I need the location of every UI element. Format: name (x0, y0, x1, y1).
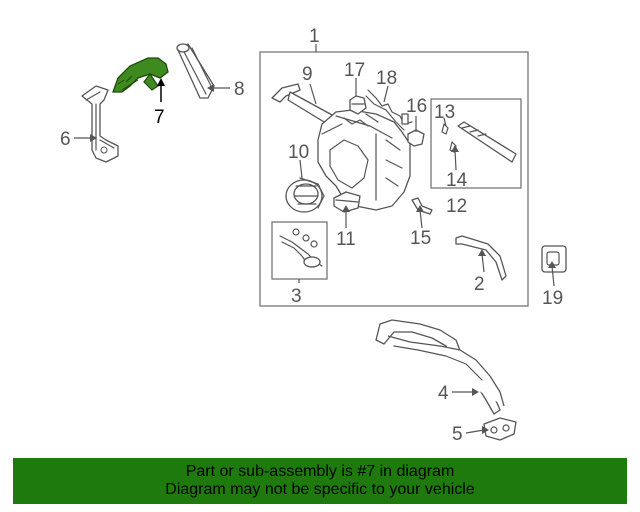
callout-5: 5 (452, 424, 463, 445)
arrow-11 (342, 205, 350, 212)
callout-3: 3 (291, 286, 302, 307)
part-16-connector[interactable] (407, 129, 425, 147)
callout-9: 9 (302, 64, 313, 85)
part-6-duct[interactable] (81, 85, 119, 163)
arrow-6 (90, 134, 97, 142)
leader-15 (419, 209, 423, 229)
callout-13: 13 (434, 102, 455, 123)
part-10-blower[interactable] (285, 177, 325, 213)
part-3-hoses[interactable] (279, 228, 323, 268)
arrow-2 (478, 249, 486, 256)
leader-13 (443, 117, 447, 127)
subassembly-box-3 (271, 221, 328, 280)
callout-17: 17 (344, 60, 365, 81)
part-12-rod[interactable] (457, 121, 517, 163)
callout-18: 18 (376, 68, 397, 89)
part-19-plug[interactable] (541, 245, 567, 273)
leader-18 (383, 85, 389, 103)
footer-line-1: Part or sub-assembly is #7 in diagram (185, 463, 455, 480)
arrow-19 (548, 261, 556, 268)
callout-7: 7 (154, 107, 165, 128)
footer-line-2: Diagram may not be specific to your vehi… (165, 481, 475, 498)
part-5-bracket[interactable] (483, 417, 517, 441)
part-8-duct[interactable] (176, 43, 215, 99)
arrow-15 (416, 205, 424, 212)
callout-15: 15 (410, 228, 431, 249)
leader-10 (299, 159, 303, 179)
callout-19: 19 (542, 288, 563, 309)
leader-2 (481, 253, 485, 273)
part-7-duct[interactable] (112, 57, 169, 93)
callout-2: 2 (474, 274, 485, 295)
leader-9 (309, 83, 317, 105)
callout-6: 6 (60, 129, 71, 150)
arrow-7 (157, 78, 165, 86)
part-11-resistor[interactable] (333, 191, 361, 213)
arrow-4 (472, 388, 479, 396)
leader-5 (465, 429, 485, 434)
leader-19 (551, 265, 555, 287)
arrow-14 (451, 145, 459, 152)
assembly-box-1 (259, 51, 529, 307)
callout-8: 8 (234, 79, 245, 100)
callout-16: 16 (406, 96, 427, 117)
footer-banner: Part or sub-assembly is #7 in diagram Di… (13, 458, 627, 504)
callout-1: 1 (309, 26, 320, 47)
part-4-pipes[interactable] (375, 319, 505, 415)
callout-14: 14 (446, 170, 468, 191)
callout-10: 10 (288, 142, 309, 163)
arrow-8 (207, 84, 214, 92)
parts-diagram: 1 2 3 4 5 6 7 8 9 10 11 12 13 14 15 16 1… (60, 26, 567, 445)
part-13-clip[interactable] (441, 123, 449, 135)
callout-12: 12 (446, 196, 467, 217)
hvac-unit-body[interactable] (317, 109, 411, 211)
part-18-harness[interactable] (365, 89, 413, 131)
subassembly-box-12 (430, 98, 522, 189)
callout-11: 11 (336, 229, 356, 250)
part-2-pipe[interactable] (455, 235, 507, 281)
leader-14 (454, 149, 457, 171)
callout-4: 4 (438, 383, 449, 404)
arrow-5 (482, 426, 489, 434)
